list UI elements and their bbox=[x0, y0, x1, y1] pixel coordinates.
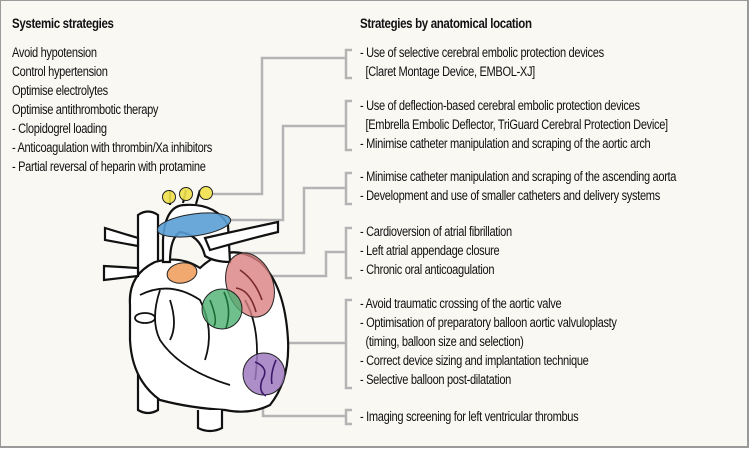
strategy-line: - Use of deflection-based cerebral embol… bbox=[360, 98, 640, 113]
bracket-ascending-aorta bbox=[344, 171, 352, 206]
strategy-group-left-atrium: - Cardioversion of atrial fibrillation -… bbox=[360, 222, 512, 279]
bracket-aortic-valve bbox=[344, 298, 352, 390]
systemic-item: Control hypertension bbox=[12, 64, 108, 79]
ascending-aorta-marker bbox=[166, 262, 198, 284]
strategy-line: - Left atrial appendage closure bbox=[360, 243, 500, 258]
region-markers bbox=[156, 186, 286, 396]
cerebral-marker-2 bbox=[179, 187, 193, 201]
strategy-line: - Selective balloon post-dilatation bbox=[360, 372, 511, 387]
inferior-vena-cava bbox=[196, 410, 224, 433]
strategy-line: - Chronic oral anticoagulation bbox=[360, 262, 495, 277]
aortic-valve-marker bbox=[201, 288, 243, 330]
strategy-line: - Optimisation of preparatory balloon ao… bbox=[360, 315, 617, 330]
strategy-line: - Correct device sizing and implantation… bbox=[360, 353, 589, 368]
strategy-line: [Claret Montage Device, EMBOL-XJ] bbox=[360, 64, 535, 79]
strategy-line: - Minimise catheter manipulation and scr… bbox=[360, 136, 651, 151]
systemic-strategies-list: Avoid hypotension Control hypertension O… bbox=[12, 43, 212, 176]
strategy-line: - Use of selective cerebral embolic prot… bbox=[360, 45, 604, 60]
strategy-line: [Embrella Embolic Deflector, TriGuard Ce… bbox=[360, 117, 668, 132]
cerebral-marker-3 bbox=[199, 186, 213, 200]
pulmonary-vein-upper bbox=[103, 226, 140, 248]
strategy-line: - Avoid traumatic crossing of the aortic… bbox=[360, 296, 562, 311]
strategy-group-ascending-aorta: - Minimise catheter manipulation and scr… bbox=[360, 167, 676, 205]
leader-aortic-arch bbox=[228, 124, 346, 222]
strategy-group-aortic-arch: - Use of deflection-based cerebral embol… bbox=[360, 96, 668, 153]
strategy-group-cerebral-vessels: - Use of selective cerebral embolic prot… bbox=[360, 43, 604, 81]
marker-texture bbox=[209, 269, 277, 397]
strategy-line: - Minimise catheter manipulation and scr… bbox=[360, 169, 677, 184]
bracket-aortic-arch bbox=[344, 99, 352, 152]
connector-lines bbox=[196, 48, 352, 426]
aortic-arch-marker bbox=[156, 212, 232, 238]
strategy-line: (timing, balloon size and selection) bbox=[360, 334, 524, 349]
pulmonary-artery bbox=[203, 220, 280, 252]
strategy-line: - Imaging screening for left ventricular… bbox=[360, 409, 579, 424]
systemic-item: Optimise electrolytes bbox=[12, 83, 108, 98]
bracket-left-ventricle bbox=[344, 408, 352, 426]
strategy-group-left-ventricle: - Imaging screening for left ventricular… bbox=[360, 407, 579, 426]
cerebral-marker-1 bbox=[162, 190, 176, 204]
pulmonary-vein-lower bbox=[102, 264, 140, 282]
strategy-group-aortic-valve: - Avoid traumatic crossing of the aortic… bbox=[360, 294, 617, 389]
leader-left-atrium bbox=[268, 250, 346, 278]
systemic-item: - Partial reversal of heparin with prota… bbox=[12, 159, 206, 174]
strategy-line: - Cardioversion of atrial fibrillation bbox=[360, 224, 512, 239]
systemic-item: - Anticoagulation with thrombin/Xa inhib… bbox=[12, 140, 213, 155]
anatomical-strategies-heading: Strategies by anatomical location bbox=[360, 15, 532, 31]
strategy-line: - Development and use of smaller cathete… bbox=[360, 188, 660, 203]
systemic-item: Optimise antithrombotic therapy bbox=[12, 102, 159, 117]
systemic-item: Avoid hypotension bbox=[12, 45, 97, 60]
systemic-strategies-heading: Systemic strategies bbox=[12, 15, 114, 31]
bracket-cerebral bbox=[344, 48, 352, 80]
bracket-left-atrium bbox=[344, 226, 352, 280]
leader-cerebral bbox=[213, 56, 346, 196]
systemic-item: - Clopidogrel loading bbox=[12, 121, 107, 136]
